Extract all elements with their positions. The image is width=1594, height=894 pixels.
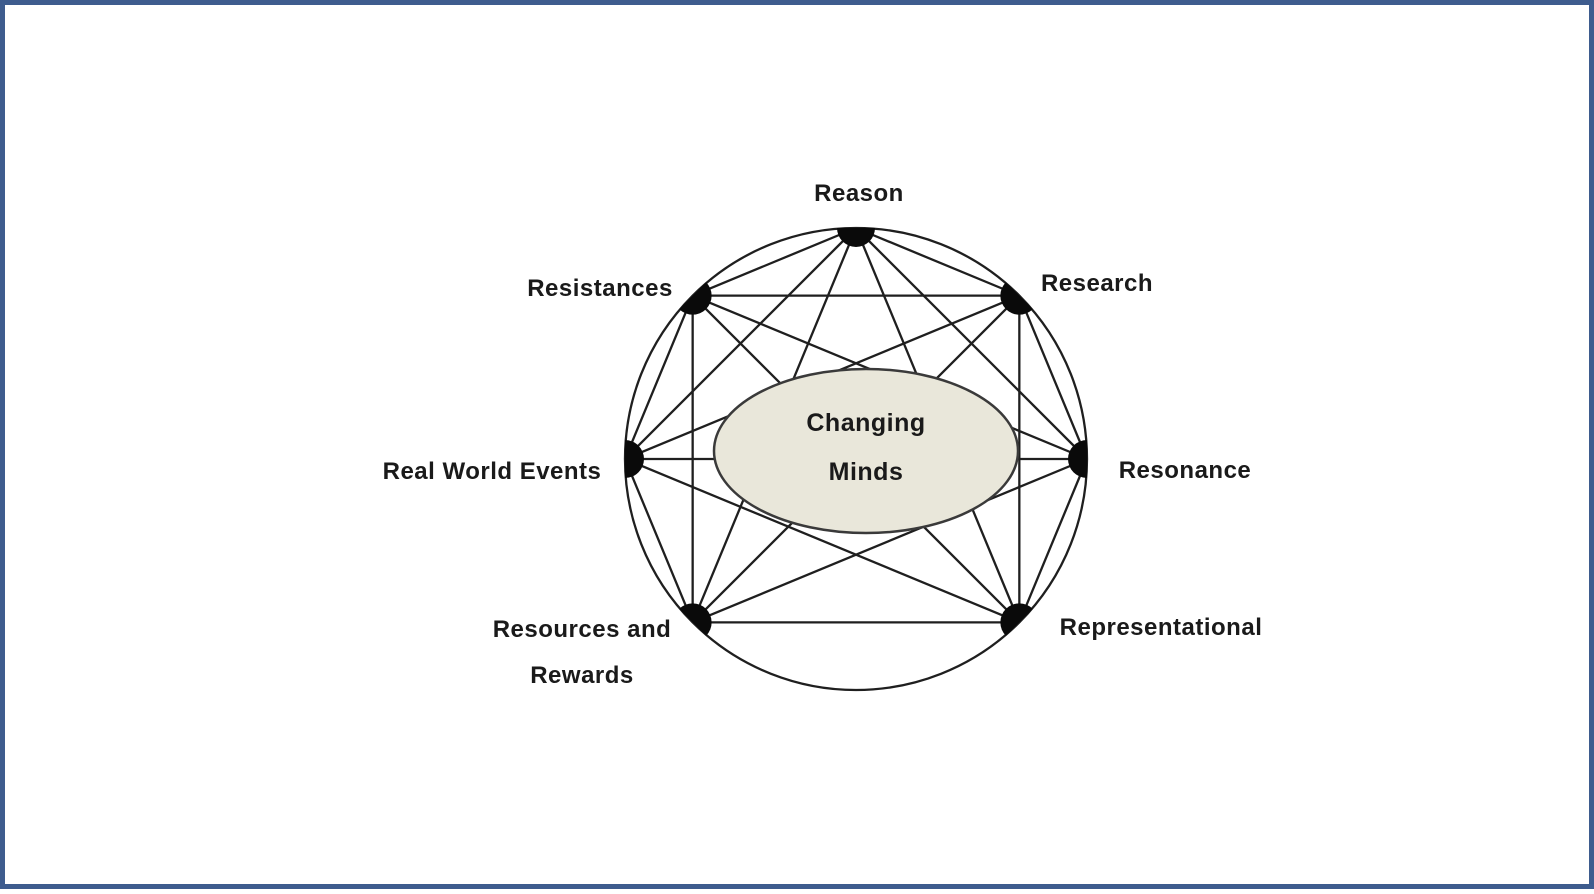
edge-real-world-events--resistances — [623, 295, 694, 460]
edge-resonance--representational — [1018, 458, 1089, 623]
center-label-line-1: Changing — [806, 409, 926, 437]
edge-representational--real-world-events — [624, 457, 1020, 624]
center-ellipse-label: Changing Minds — [806, 399, 925, 497]
node-label-resistances: Resistances — [527, 275, 673, 302]
label-line-1: Resources and — [492, 616, 672, 643]
node-label-research: Research — [1040, 270, 1154, 297]
node-dot-real-world-events — [625, 440, 644, 478]
node-dot-resources-and-rewards — [679, 603, 712, 636]
relationship-graph — [623, 226, 1089, 692]
edge-resonance--resources-and-rewards — [692, 457, 1088, 624]
edge-reason--resistances — [692, 226, 857, 297]
node-label-resources-and-rewards: Resources and Rewards — [493, 607, 672, 699]
edge-research--resonance — [1018, 295, 1089, 460]
node-label-real-world-events: Real World Events — [382, 458, 602, 485]
edge-resources-and-rewards--real-world-events — [623, 458, 694, 623]
node-label-resonance: Resonance — [1118, 457, 1252, 484]
node-dot-resonance — [1068, 440, 1087, 478]
node-label-representational: Representational — [1059, 614, 1263, 641]
center-label-line-2: Minds — [828, 458, 904, 486]
node-dot-reason — [837, 228, 875, 247]
edge-reason--research — [855, 226, 1020, 297]
node-dot-research — [1000, 282, 1033, 315]
node-dot-resistances — [679, 282, 712, 315]
node-label-reason: Reason — [814, 180, 904, 207]
label-line-2: Rewards — [530, 662, 634, 689]
node-dot-representational — [1000, 603, 1033, 636]
center-ellipse — [712, 367, 1020, 535]
